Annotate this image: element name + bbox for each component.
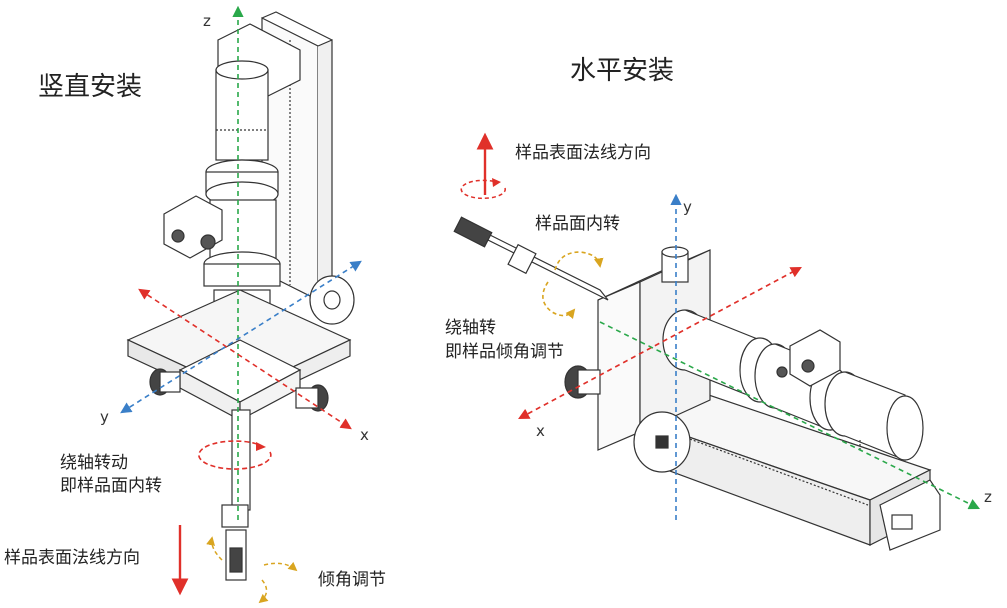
left-title: 竖直安装 [38,72,143,102]
right-inplane-rotation-arrow [542,251,604,319]
left-rotation-arrow [198,440,272,470]
right-normal-rotation-arrow [460,178,506,200]
right-title: 水平安装 [570,56,675,86]
left-tilt-arrow [206,536,298,604]
horizontal-installation-drawing [453,216,941,551]
right-axis-rotation-line2: 即样品倾角调节 [445,342,564,362]
right-x-axis [518,266,802,420]
left-rotation-label-line1: 绕轴转动 [60,453,128,473]
left-tilt-label: 倾角调节 [318,570,386,590]
left-normal-label: 样品表面法线方向 [4,548,140,568]
left-z-axis-label: z [203,12,211,30]
right-inplane-label: 样品面内转 [535,214,620,234]
right-y-axis-label: y [683,198,692,216]
right-normal-label: 样品表面法线方向 [515,143,651,163]
left-x-axis-label: x [360,426,369,444]
right-x-axis-label: x [536,422,545,440]
left-rotation-label-line2: 即样品面内转 [60,476,162,496]
right-z-axis [599,321,981,510]
left-y-axis [120,260,362,414]
left-y-axis-label: y [100,408,109,426]
right-axis-rotation-line1: 绕轴转 [445,318,496,338]
right-z-axis-label: z [984,488,992,506]
